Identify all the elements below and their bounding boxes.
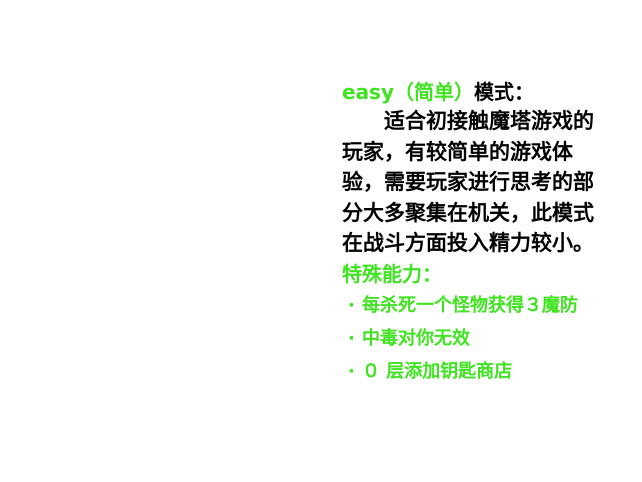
ability-text: ０ 层添加钥匙商店 [362, 360, 513, 382]
mode-name: easy（简单） [342, 80, 475, 104]
mode-info-panel: easy（简单）模式： 适合初接触魔塔游戏的玩家，有较简单的游戏体验，需要玩家进… [342, 78, 622, 388]
ability-item: · ０ 层添加钥匙商店 [342, 355, 622, 388]
mode-title: easy（简单）模式： [342, 78, 622, 106]
mode-description: 适合初接触魔塔游戏的玩家，有较简单的游戏体验，需要玩家进行思考的部分大多聚集在机… [342, 109, 594, 255]
ability-text: 中毒对你无效 [362, 327, 470, 349]
mode-title-suffix: 模式： [474, 80, 535, 104]
bullet-icon: · [348, 327, 355, 349]
ability-item: · 中毒对你无效 [342, 322, 622, 355]
ability-text: 每杀死一个怪物获得３魔防 [362, 294, 578, 316]
abilities-list: · 每杀死一个怪物获得３魔防 · 中毒对你无效 · ０ 层添加钥匙商店 [342, 289, 622, 388]
bullet-icon: · [348, 294, 355, 316]
bullet-icon: · [348, 360, 355, 382]
abilities-title: 特殊能力： [342, 261, 442, 286]
ability-item: · 每杀死一个怪物获得３魔防 [342, 289, 622, 322]
